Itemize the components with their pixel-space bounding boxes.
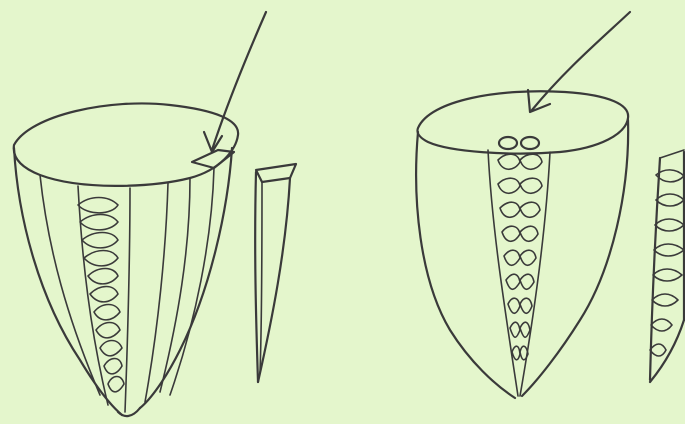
- right-arrow: [528, 12, 630, 112]
- right-cone-rim: [417, 91, 628, 153]
- right-chain: [498, 154, 542, 360]
- left-facet-2: [78, 186, 108, 405]
- right-strip-piece: [650, 150, 684, 382]
- left-wedge-piece: [255, 164, 296, 382]
- left-cone-wall-left: [14, 148, 122, 415]
- left-chain: [78, 198, 124, 392]
- left-cone-wall-right: [140, 148, 232, 408]
- left-arrow: [204, 12, 266, 152]
- left-panel: [14, 12, 296, 416]
- left-facet-4: [145, 183, 168, 402]
- left-wedge-slot: [192, 150, 234, 168]
- right-cone-wall-right: [522, 120, 628, 396]
- right-cone-wall-left: [416, 132, 515, 398]
- right-facet-1: [488, 150, 518, 396]
- left-facet-1: [40, 175, 100, 395]
- right-panel: [416, 12, 684, 398]
- left-cone-tip: [118, 408, 140, 416]
- left-facet-3: [125, 188, 130, 412]
- left-cone-rim: [14, 103, 238, 185]
- right-tube-top: [499, 137, 539, 149]
